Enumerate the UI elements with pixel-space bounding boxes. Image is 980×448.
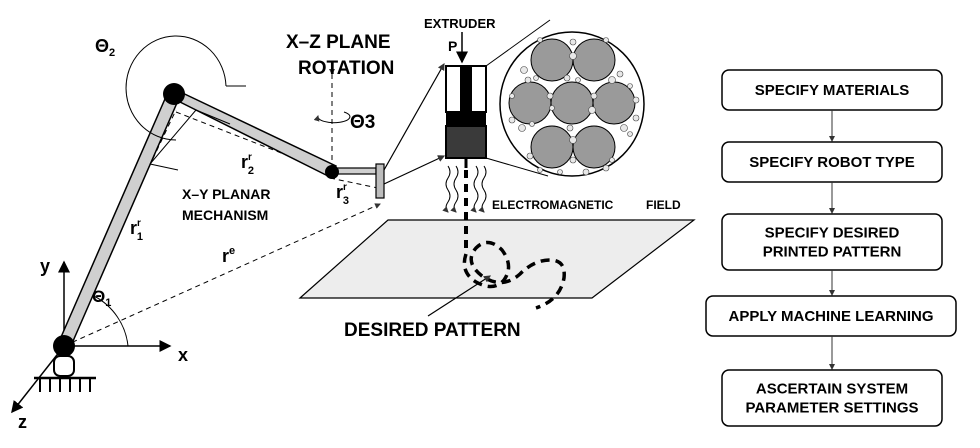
link-to-extruder-bottom [383,155,446,185]
re-label: re [222,245,235,266]
robot-base [34,355,96,392]
xz-plane-label-1: X–Z PLANE [286,32,391,53]
theta3-label: Θ3 [350,112,375,133]
theta3-arc [313,111,351,124]
printed-pattern [462,240,566,310]
flowchart-step-text: SPECIFY DESIRED [765,225,900,242]
axis-x-label: x [178,345,188,365]
xy-mechanism-bracket [149,109,231,171]
electromagnetic-field-arrows [442,165,487,213]
flowchart-step-box [705,295,957,337]
xy-mechanism-label-2: MECHANISM [182,207,268,223]
em-field-label-1: ELECTROMAGNETIC [492,198,614,212]
pressure-label: P [448,38,457,54]
flowchart-step-text: APPLY MACHINE LEARNING [728,308,933,325]
zoom-line-top [485,19,551,67]
axis-y-label: y [40,256,50,276]
flowchart-step-text: PARAMETER SETTINGS [745,400,918,417]
flowchart-step-text: PRINTED PATTERN [763,244,902,261]
flowchart-step-text: SPECIFY MATERIALS [755,82,909,99]
desired-pattern-label: DESIRED PATTERN [344,320,521,341]
material-inset [499,31,645,177]
theta1-arc [93,295,129,347]
wrist-joint [325,165,339,179]
desired-pattern-pointer [427,275,492,317]
theta2-label: Θ2 [95,36,115,59]
theta1-label: Θ1 [92,287,111,309]
flowchart-step-box [721,213,943,271]
extruder [445,65,487,168]
flowchart-step-text: ASCERTAIN SYSTEM [756,381,908,398]
extruder-label: EXTRUDER [424,16,496,31]
axis-z-label: z [18,412,27,432]
printing-plane [298,219,696,299]
link-to-extruder-top [383,62,445,171]
xy-mechanism-label-1: X–Y PLANAR [182,186,270,202]
em-field-label-2: FIELD [646,198,681,212]
flowchart-step-text: SPECIFY ROBOT TYPE [749,154,915,171]
flowchart-step-box [721,369,943,427]
xz-plane-label-2: ROTATION [298,58,394,79]
process-flowchart: SPECIFY MATERIALS SPECIFY ROBOT TYPE SPECI… [705,69,957,427]
elbow-joint [163,83,185,105]
theta2-rotation-symbol [125,35,246,141]
zoom-line-bottom [485,157,549,177]
base-joint [53,335,75,357]
